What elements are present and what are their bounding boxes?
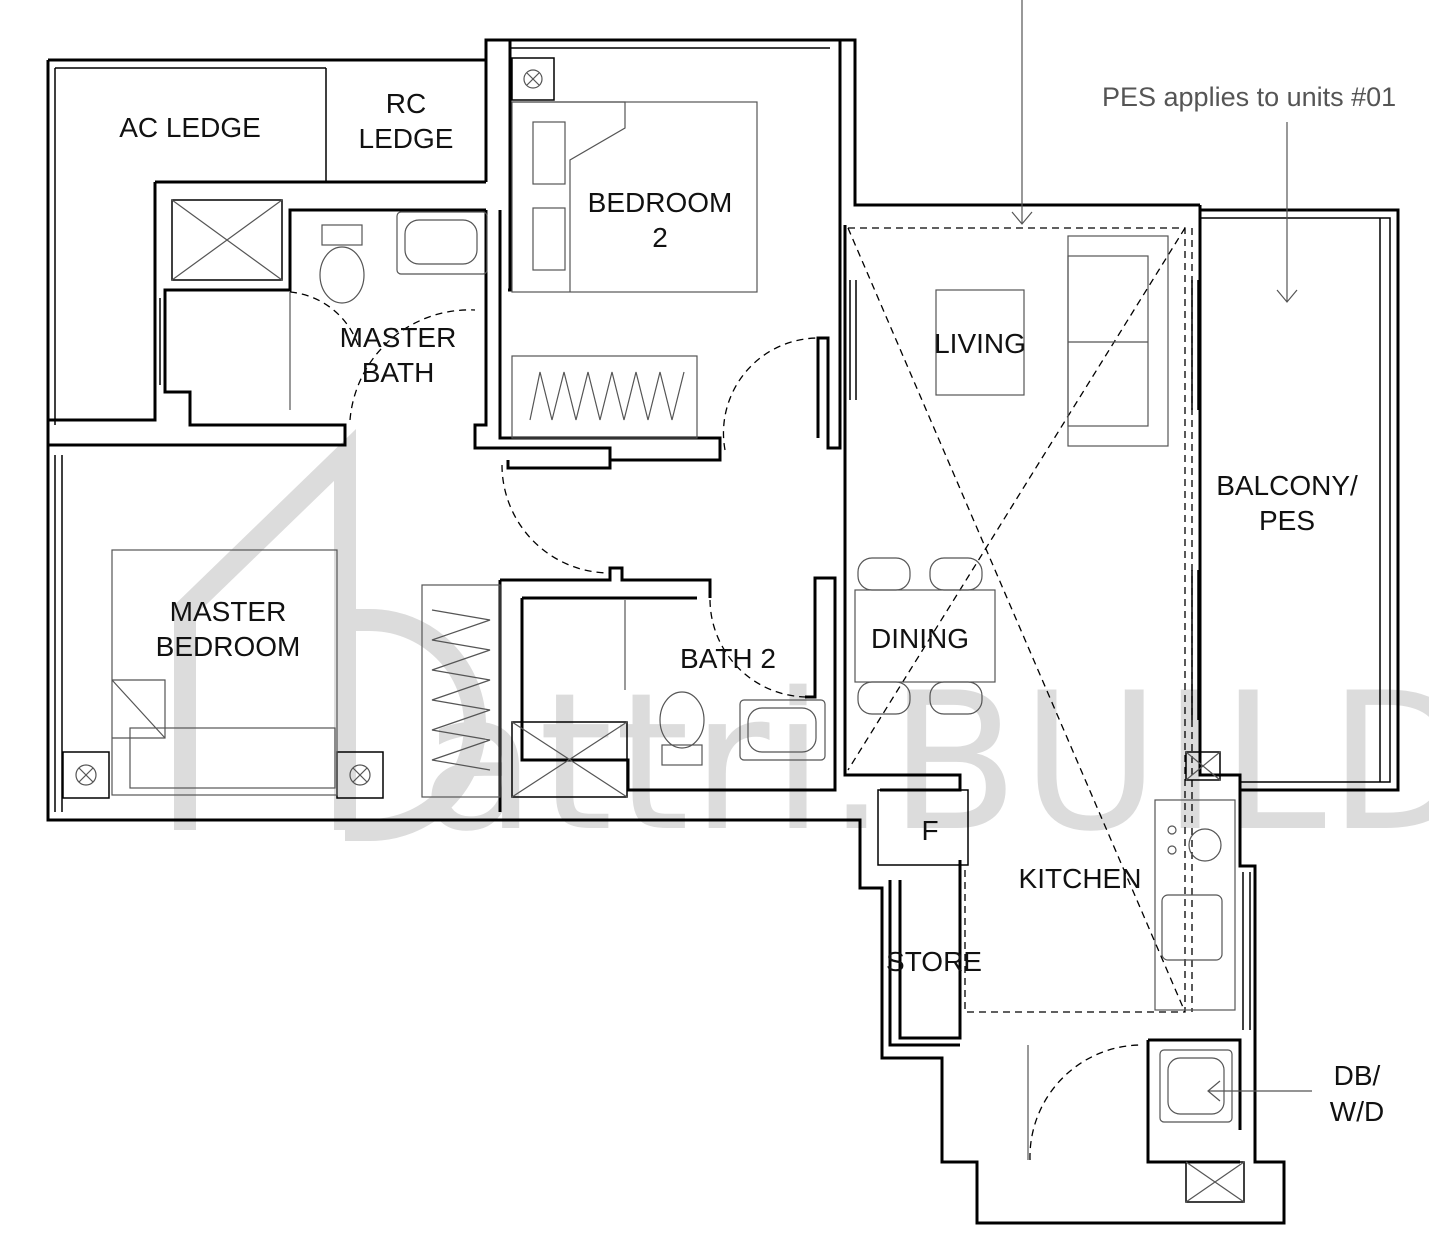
exterior-walls <box>46 38 1286 1225</box>
pes-note: PES applies to units #01 <box>1102 82 1396 112</box>
watermark-text: attri.BUILD <box>420 652 1429 873</box>
balcony-label-line1: BALCONY/ <box>1216 470 1358 501</box>
fridge-label: F <box>921 815 938 846</box>
bath2-label: BATH 2 <box>680 643 776 674</box>
kitchen-label: KITCHEN <box>1019 863 1142 894</box>
windows <box>159 280 1251 1030</box>
watermark-logo: attri.BUILD <box>174 429 1429 873</box>
dining-label: DINING <box>871 623 969 654</box>
ac-ledge-label: AC LEDGE <box>119 112 261 143</box>
master-bath-label-line2: BATH <box>362 357 435 388</box>
kitchen-fixtures <box>877 789 1236 1123</box>
bedroom2-label-line1: BEDROOM <box>588 187 733 218</box>
dashed-lines <box>847 227 1193 1013</box>
db-wd-label-line2: W/D <box>1330 1096 1384 1127</box>
store-label: STORE <box>886 946 982 977</box>
db-wd-label-line1: DB/ <box>1334 1060 1381 1091</box>
wardrobes <box>421 355 698 798</box>
balcony-frame <box>1200 208 1400 792</box>
shower-box <box>171 199 1245 1203</box>
living-furniture <box>854 235 1169 715</box>
balcony-label-line2: PES <box>1259 505 1315 536</box>
master-bath-label-line1: MASTER <box>340 322 457 353</box>
bedroom2-bed <box>511 101 758 293</box>
master-bedroom-label-line2: BEDROOM <box>156 631 301 662</box>
rc-ledge-label-line2: LEDGE <box>359 123 454 154</box>
living-label: LIVING <box>934 328 1026 359</box>
arrows <box>1011 0 1312 1102</box>
door-swings <box>289 291 1141 1161</box>
master-bedroom-label-line1: MASTER <box>170 596 287 627</box>
rc-ledge-label-line1: RC <box>386 88 426 119</box>
master-bed <box>111 549 338 796</box>
bath-fixtures <box>319 211 826 766</box>
bedroom2-label-line2: 2 <box>652 222 668 253</box>
